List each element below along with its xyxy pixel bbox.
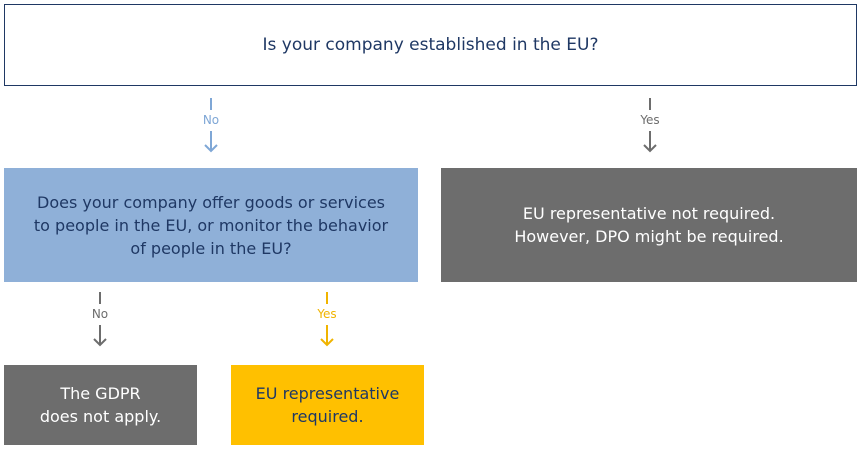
connector-label-no: No <box>91 307 109 321</box>
connector-stem <box>99 292 101 304</box>
question-offers-or-monitors-in-eu: Does your company offer goods or service… <box>4 168 418 282</box>
connector-q1-yes: Yes <box>630 98 670 153</box>
arrow-down-icon <box>204 131 218 153</box>
connector-stem <box>649 98 651 110</box>
question-offers-or-monitors-in-eu-text: Does your company offer goods or service… <box>33 192 389 258</box>
connector-stem <box>210 98 212 110</box>
result-eu-rep-required-text: EU representative required. <box>255 384 400 426</box>
result-gdpr-not-apply: The GDPR does not apply. <box>4 365 197 445</box>
connector-label-yes: Yes <box>640 113 660 127</box>
result-eu-rep-required: EU representative required. <box>231 365 424 445</box>
result-gdpr-not-apply-text: The GDPR does not apply. <box>39 384 162 426</box>
question-established-in-eu-text: Is your company established in the EU? <box>262 35 599 55</box>
connector-q2-yes: Yes <box>307 292 347 347</box>
result-eu-rep-not-required-text: EU representative not required. However,… <box>514 204 784 246</box>
connector-label-no: No <box>202 113 220 127</box>
connector-stem <box>326 292 328 304</box>
arrow-down-icon <box>93 325 107 347</box>
connector-q2-no: No <box>80 292 120 347</box>
result-eu-rep-not-required: EU representative not required. However,… <box>441 168 857 282</box>
connector-label-yes: Yes <box>317 307 337 321</box>
arrow-down-icon <box>320 325 334 347</box>
arrow-down-icon <box>643 131 657 153</box>
question-established-in-eu: Is your company established in the EU? <box>4 4 857 86</box>
connector-q1-no: No <box>191 98 231 153</box>
